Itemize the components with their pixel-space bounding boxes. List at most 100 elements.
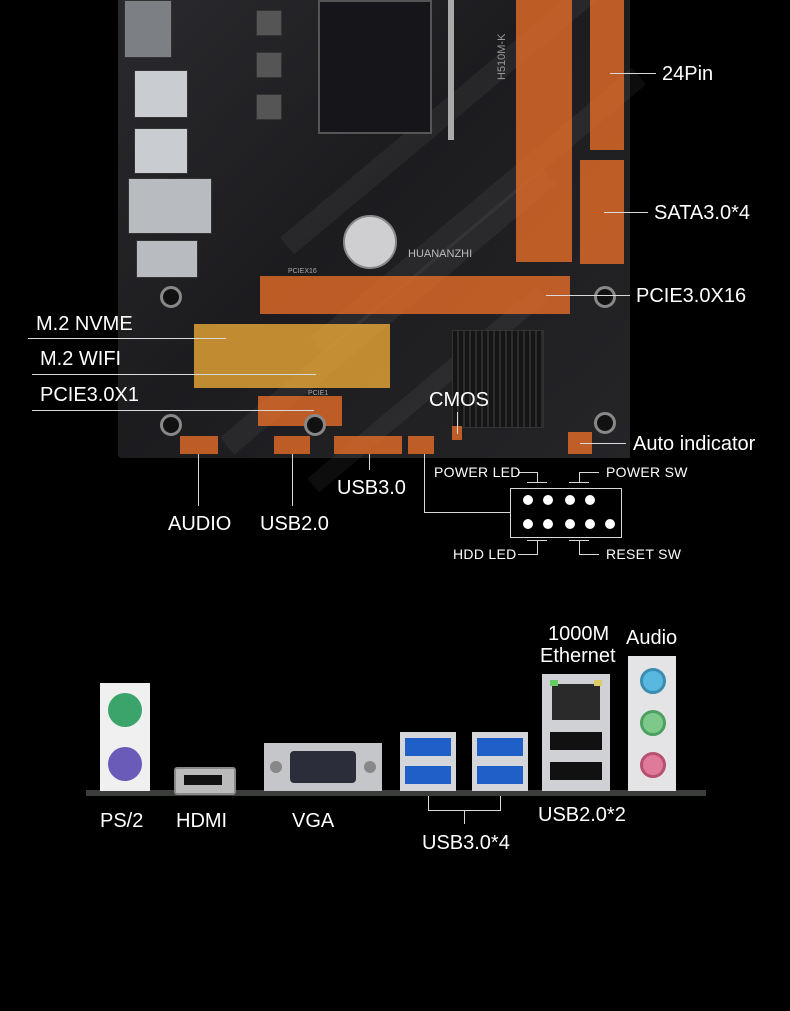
- auto-indicator-label: Auto indicator: [633, 433, 756, 455]
- vga-screw: [364, 761, 376, 773]
- usb3-port: [405, 738, 451, 756]
- board-vga-connector: [124, 0, 172, 58]
- mount-hole: [160, 286, 182, 308]
- rear-panel-bar: [86, 790, 706, 796]
- pcie-x1-highlight: [258, 396, 342, 426]
- callout-line: [28, 338, 226, 339]
- usb3-port-stack-right: [472, 732, 528, 791]
- vrm-choke: [256, 10, 282, 36]
- pin-dot: [565, 495, 575, 505]
- lan-usb2-stack: [542, 674, 610, 791]
- pin-dot: [543, 495, 553, 505]
- board-usb-port: [134, 128, 188, 174]
- pin-dot: [605, 519, 615, 529]
- m2-highlight: [194, 324, 390, 388]
- callout-line: [457, 412, 458, 434]
- pin-dot: [543, 519, 553, 529]
- ram-slot-highlight: [516, 0, 572, 262]
- cpu-socket: [318, 0, 432, 134]
- usb3-port: [405, 766, 451, 784]
- m2-wifi-label: M.2 WIFI: [40, 348, 122, 370]
- ethernet-label-line1: 1000M: [548, 623, 610, 645]
- hdmi-label: HDMI: [176, 810, 228, 832]
- usb3-header-highlight: [334, 436, 402, 454]
- pcie-x16-label: PCIE3.0X16: [636, 285, 747, 307]
- pin-bracket: [579, 472, 599, 473]
- vga-screw: [270, 761, 282, 773]
- pcie-x1-label: PCIE3.0X1: [40, 384, 139, 406]
- pin-dot: [585, 519, 595, 529]
- ps2-mouse-port: [108, 693, 142, 727]
- audio-header-highlight: [180, 436, 218, 454]
- usb2-port: [550, 762, 602, 780]
- vrm-choke: [256, 94, 282, 120]
- hdmi-port: [174, 767, 236, 795]
- audio-header-label: AUDIO: [168, 513, 232, 535]
- power-led-label: POWER LED: [434, 464, 521, 480]
- callout-line: [464, 810, 465, 824]
- board-lan-connector: [128, 178, 212, 234]
- callout-line: [424, 512, 510, 513]
- usb2-header-label: USB2.0: [260, 513, 329, 535]
- audio-mic-jack: [640, 752, 666, 778]
- audio-line-in-jack: [640, 668, 666, 694]
- board-audio-connector: [136, 240, 198, 278]
- pin-bracket: [537, 472, 538, 482]
- lan-led: [550, 680, 558, 686]
- sata-label: SATA3.0*4: [654, 202, 750, 224]
- usb3-header-label: USB3.0: [337, 477, 406, 499]
- callout-line: [32, 374, 316, 375]
- ps2-label: PS/2: [100, 810, 144, 832]
- pin-dot: [523, 495, 533, 505]
- pin-bracket: [518, 472, 538, 473]
- usb2-header-highlight: [274, 436, 310, 454]
- mount-hole: [304, 414, 326, 436]
- ps2-port-housing: [100, 683, 150, 791]
- m2-nvme-label: M.2 NVME: [36, 313, 133, 335]
- board-model-label: H510M-K: [496, 33, 508, 80]
- vga-port: [264, 743, 382, 791]
- board-brand-label: HUANANZHI: [408, 248, 473, 260]
- vrm-choke: [256, 52, 282, 78]
- mount-hole: [594, 412, 616, 434]
- callout-line: [32, 410, 314, 411]
- usb2-port: [550, 732, 602, 750]
- hdmi-opening: [184, 775, 222, 785]
- callout-line: [292, 454, 293, 506]
- callout-line: [604, 212, 648, 213]
- board-usb-port: [134, 70, 188, 118]
- callout-line: [369, 454, 370, 470]
- callout-line: [580, 443, 626, 444]
- callout-line: [500, 796, 501, 810]
- mount-hole: [594, 286, 616, 308]
- cmos-label: CMOS: [429, 389, 489, 411]
- front-panel-header-highlight: [408, 436, 434, 454]
- usb3-rear-label: USB3.0*4: [422, 832, 510, 854]
- vga-label: VGA: [292, 810, 335, 832]
- usb2-rear-label: USB2.0*2: [538, 804, 626, 826]
- audio-line-out-jack: [640, 710, 666, 736]
- power-sw-label: POWER SW: [606, 464, 688, 480]
- usb3-port: [477, 738, 523, 756]
- pcie-x16-highlight: [260, 276, 570, 314]
- cmos-battery: [343, 215, 397, 269]
- lan-led: [594, 680, 602, 686]
- pin24-highlight: [590, 0, 624, 150]
- pin-bracket: [579, 472, 580, 482]
- pin-bracket: [569, 482, 589, 483]
- socket-lever: [448, 0, 454, 140]
- callout-line: [546, 295, 630, 296]
- callout-line: [610, 73, 656, 74]
- motherboard: H510M-K HUANANZHI PCIEX16 PCIE1: [118, 0, 646, 493]
- front-panel-pin-box: [510, 488, 622, 538]
- reset-sw-label: RESET SW: [606, 546, 682, 562]
- pin-bracket: [579, 554, 599, 555]
- pin-bracket: [579, 540, 580, 554]
- pin24-label: 24Pin: [662, 63, 714, 85]
- pin-bracket: [518, 554, 538, 555]
- chipset-heatsink: [452, 330, 544, 428]
- callout-line: [428, 796, 429, 810]
- pin-bracket: [527, 482, 547, 483]
- usb3-port: [477, 766, 523, 784]
- hdd-led-label: HDD LED: [453, 546, 517, 562]
